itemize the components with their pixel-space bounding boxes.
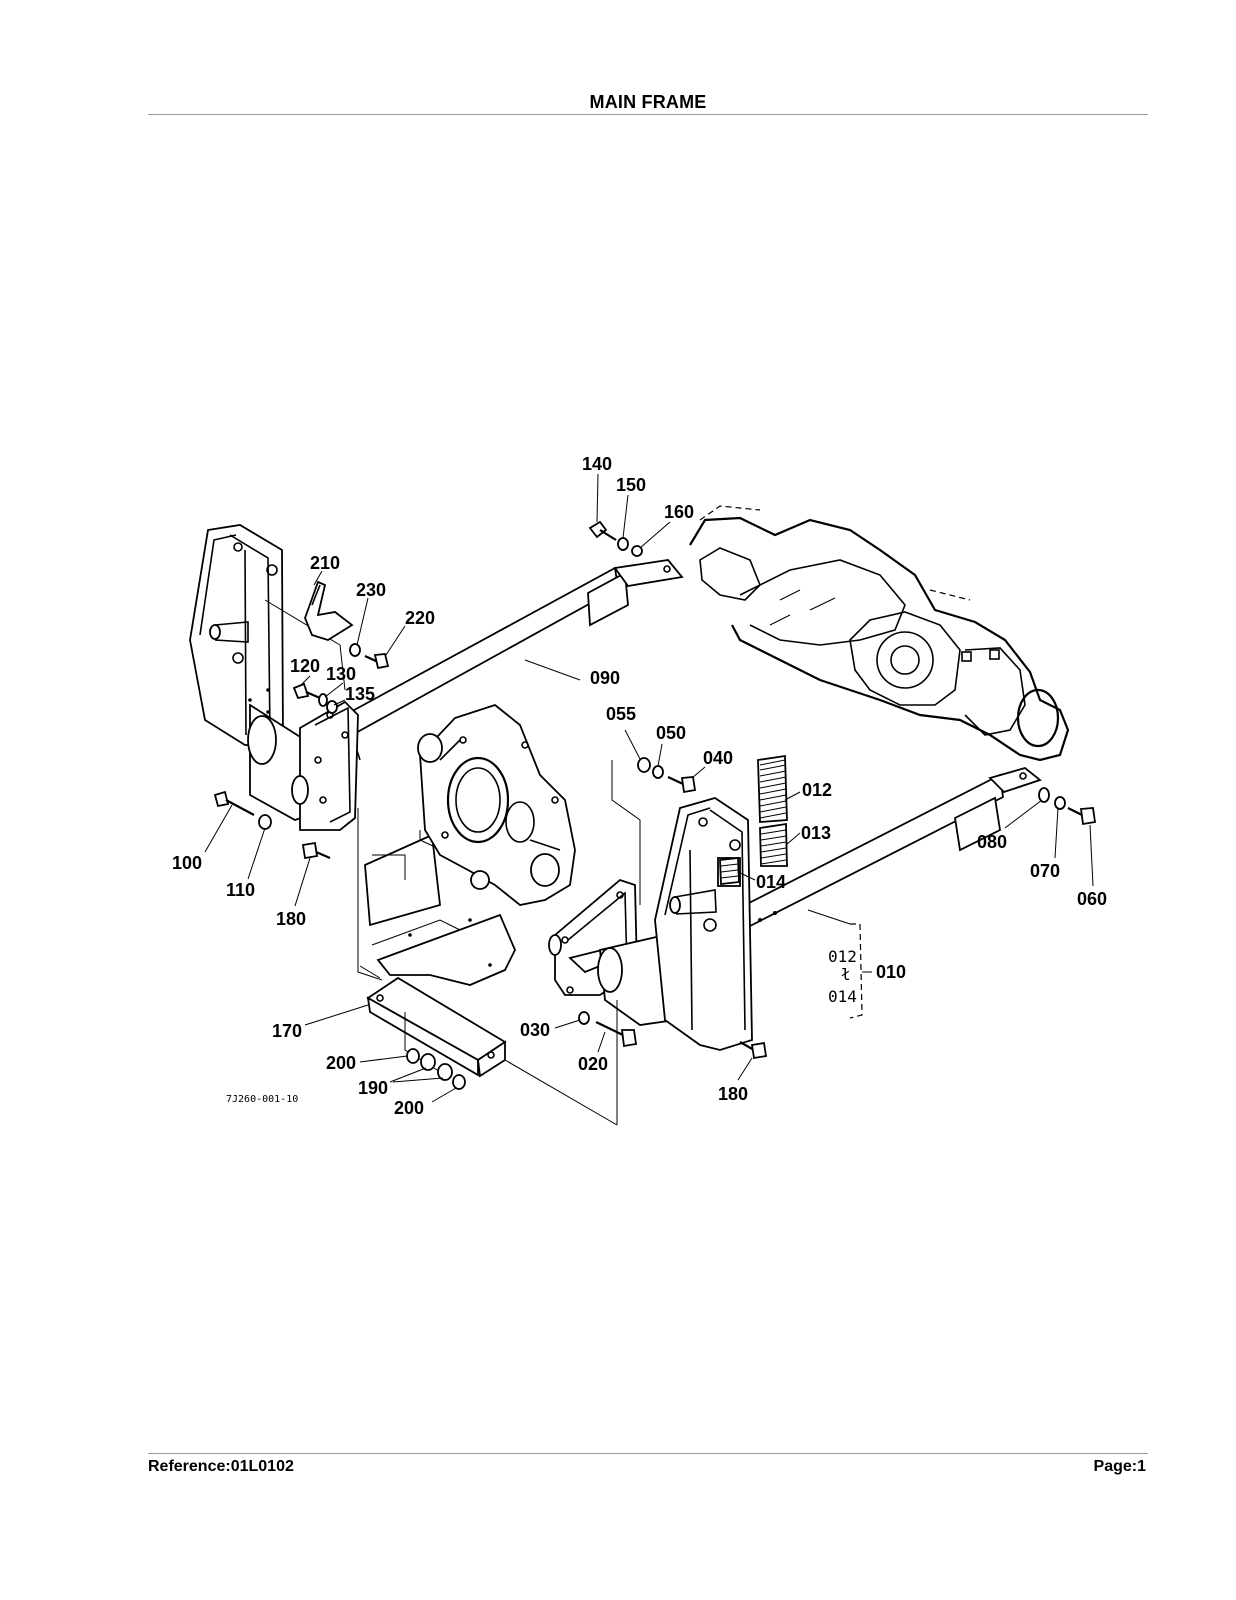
callout-012: 012 [802, 780, 832, 800]
callout-210: 210 [310, 553, 340, 573]
range-dash: ł [841, 965, 851, 984]
bolt-060 [1067, 807, 1097, 826]
washer-150 [617, 537, 629, 551]
page-title: MAIN FRAME [589, 92, 707, 112]
callout-labels: 140 150 160 210 230 220 120 130 135 090 … [172, 454, 1107, 1118]
callout-055: 055 [606, 704, 636, 724]
callout-090: 090 [590, 668, 620, 688]
range-from: 012 [828, 947, 857, 966]
bolt-040 [667, 776, 697, 794]
bolt-120 [292, 682, 321, 700]
bolt-140 [588, 520, 617, 541]
decal-014 [719, 856, 740, 886]
nut-030 [578, 1011, 590, 1025]
nut-110 [258, 814, 272, 830]
decal-012 [757, 754, 788, 823]
callout-060: 060 [1077, 889, 1107, 909]
transmission-housing [689, 505, 1070, 762]
callout-130: 130 [326, 664, 356, 684]
clip-210 [304, 580, 354, 641]
right-mount-plate [548, 760, 676, 1125]
callout-180-left: 180 [276, 909, 306, 929]
callout-040: 040 [703, 748, 733, 768]
callout-014: 014 [756, 872, 786, 892]
nut-200-lower [452, 1074, 466, 1090]
callout-030: 030 [520, 1020, 550, 1040]
bottom-bracket-170 [359, 965, 618, 1126]
bolt-180-right [739, 1041, 768, 1060]
washer-080 [1038, 787, 1050, 803]
washer-050 [652, 765, 664, 779]
callout-110: 110 [226, 880, 255, 900]
callout-170: 170 [272, 1021, 302, 1041]
washer-160 [631, 545, 643, 557]
left-mount-plate [291, 700, 359, 831]
bolt-100 [213, 790, 255, 816]
nut-070 [1054, 796, 1066, 810]
callout-140: 140 [582, 454, 612, 474]
callout-013: 013 [801, 823, 831, 843]
callout-200-lower: 200 [394, 1098, 424, 1118]
callout-200-upper: 200 [326, 1053, 356, 1073]
footer-reference: Reference:01L0102 [148, 1458, 294, 1475]
bolt-020 [595, 1021, 638, 1048]
callout-120: 120 [290, 656, 320, 676]
footer-rule [148, 1453, 1148, 1454]
callout-070: 070 [1030, 861, 1060, 881]
flywheel-housing [417, 703, 576, 906]
range-bracket: 012 ł 014 [828, 923, 872, 1019]
nut-200-upper [406, 1048, 420, 1064]
header-rule [148, 114, 1148, 115]
callout-160: 160 [664, 502, 694, 522]
callout-150: 150 [616, 475, 646, 495]
drawing-code: 7J260-001-10 [226, 1094, 298, 1105]
bolt-180-left [301, 841, 331, 860]
left-lower-plate [264, 599, 516, 986]
bolt-220 [364, 653, 390, 670]
callout-080: 080 [977, 832, 1007, 852]
callout-135: 135 [345, 684, 375, 704]
callout-010: 010 [876, 962, 906, 982]
left-front-bracket [189, 524, 311, 821]
callout-050: 050 [656, 723, 686, 743]
footer-page-number: Page:1 [1093, 1458, 1146, 1475]
washer-190 [420, 1053, 453, 1081]
washer-230 [349, 643, 361, 657]
callout-220: 220 [405, 608, 435, 628]
range-to: 014 [828, 987, 857, 1006]
nut-055 [637, 757, 651, 773]
right-front-bracket [654, 797, 753, 1051]
nut-135 [326, 700, 338, 714]
callout-020: 020 [578, 1054, 608, 1074]
callout-190: 190 [358, 1078, 388, 1098]
callout-100: 100 [172, 853, 202, 873]
decal-013 [759, 822, 788, 867]
callout-230: 230 [356, 580, 386, 600]
leader-lines [204, 473, 1094, 1103]
callout-180-right: 180 [718, 1084, 748, 1104]
